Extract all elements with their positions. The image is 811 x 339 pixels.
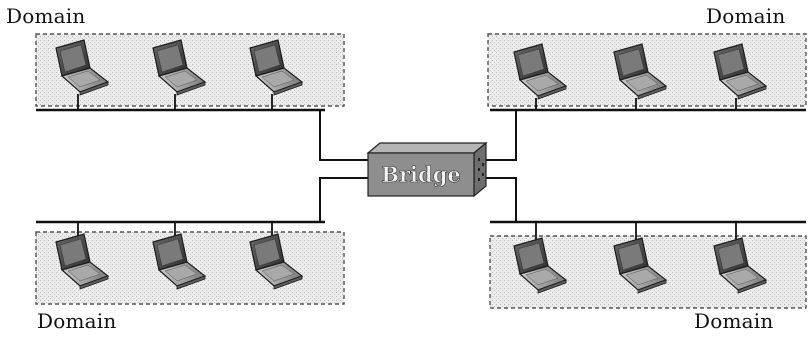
port-icon: [482, 173, 484, 176]
domain-label-bottom-left: Domain: [37, 311, 116, 331]
port-icon: [478, 178, 480, 181]
port-icon: [482, 163, 484, 166]
bridge-label: Bridge: [381, 162, 461, 187]
domain-label-bottom-right: Domain: [694, 311, 773, 331]
domain-label-top-right: Domain: [706, 6, 785, 26]
port-icon: [478, 158, 480, 161]
port-icon: [478, 168, 480, 171]
bridge-link-2: [320, 178, 368, 222]
bridge-box-icon: Bridge: [368, 143, 486, 196]
bridge-link-0: [320, 110, 368, 160]
domain-label-top-left: Domain: [6, 6, 85, 26]
